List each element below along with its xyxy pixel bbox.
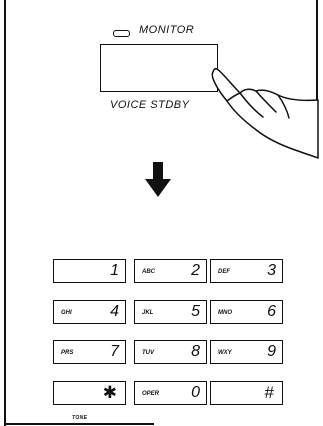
- key-digit: 5: [191, 303, 200, 320]
- down-arrow-icon: [145, 162, 171, 197]
- pointing-hand-icon: [211, 67, 319, 159]
- keypad-key-5[interactable]: JKL 5: [134, 300, 207, 324]
- key-digit: 2: [191, 262, 200, 279]
- voice-standby-button[interactable]: [100, 44, 218, 92]
- keypad-key-7[interactable]: PRS 7: [53, 340, 126, 364]
- key-letters: WXY: [218, 350, 232, 356]
- panel-frame-bottom: [4, 423, 154, 425]
- keypad-key-9[interactable]: WXY 9: [210, 340, 283, 364]
- key-letters: JKL: [142, 310, 154, 316]
- keypad-key-8[interactable]: TUV 8: [134, 340, 207, 364]
- key-letters: TUV: [142, 350, 154, 356]
- key-digit: 7: [110, 343, 119, 360]
- key-letters: ABC: [142, 269, 155, 275]
- key-letters: PRS: [61, 350, 74, 356]
- key-digit: 1: [110, 262, 119, 279]
- keypad-key-hash[interactable]: #: [210, 381, 283, 405]
- key-digit: 4: [110, 303, 119, 320]
- voice-standby-label: VOICE STDBY: [110, 99, 190, 111]
- keypad-key-3[interactable]: DEF 3: [210, 259, 283, 283]
- key-letters: MNO: [218, 310, 232, 316]
- monitor-label: MONITOR: [139, 24, 195, 36]
- keypad-key-6[interactable]: MNO 6: [210, 300, 283, 324]
- hash-icon: #: [264, 383, 274, 402]
- key-digit: 6: [267, 303, 276, 320]
- key-letters: OPER: [142, 391, 160, 397]
- key-digit: 8: [191, 343, 200, 360]
- key-digit: 9: [267, 343, 276, 360]
- keypad-key-0[interactable]: OPER 0: [134, 381, 207, 405]
- panel-frame-right: [316, 0, 318, 150]
- key-digit: 0: [191, 384, 200, 401]
- keypad-key-star[interactable]: ✱: [53, 381, 126, 405]
- keypad-key-4[interactable]: GHI 4: [53, 300, 126, 324]
- star-icon: ✱: [102, 383, 117, 402]
- key-letters: GHI: [61, 310, 72, 316]
- monitor-indicator: [113, 30, 130, 37]
- keypad-key-1[interactable]: 1: [53, 259, 126, 283]
- keypad-key-2[interactable]: ABC 2: [134, 259, 207, 283]
- key-digit: 3: [267, 262, 276, 279]
- panel-frame-left: [4, 0, 6, 426]
- tone-label: TONE: [72, 415, 88, 421]
- key-letters: DEF: [218, 269, 230, 275]
